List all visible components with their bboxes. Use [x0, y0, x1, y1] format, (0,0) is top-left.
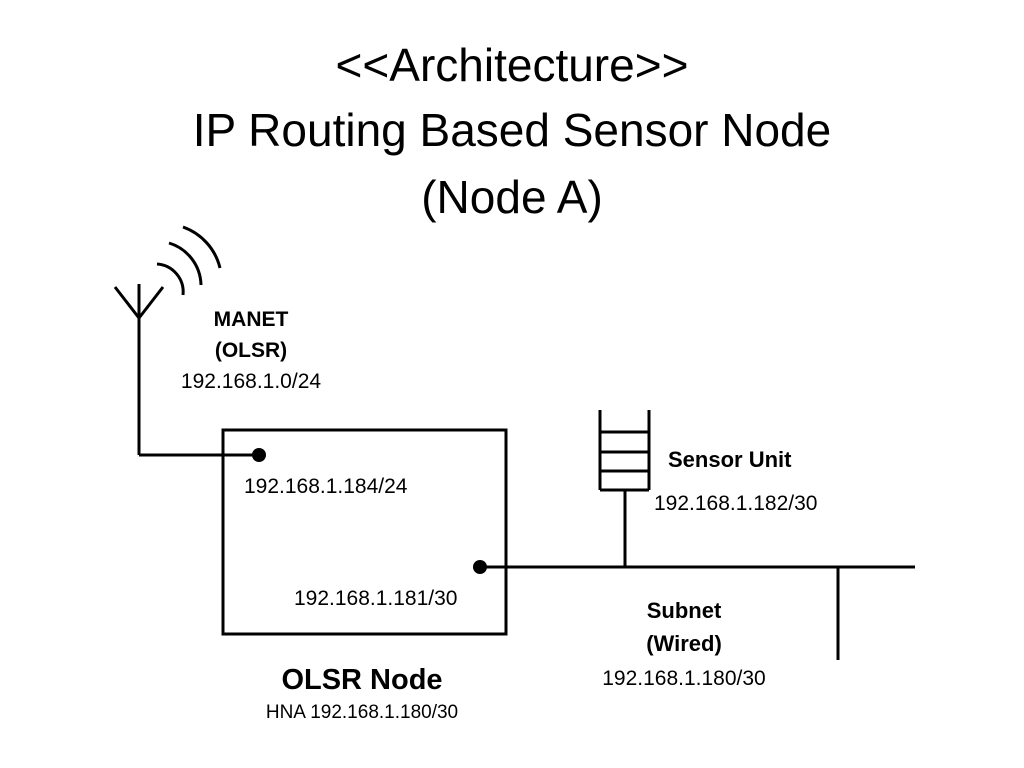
subnet-network-label: 192.168.1.180/30 [602, 667, 766, 690]
olsr-node-label: OLSR Node [281, 664, 443, 696]
antenna-icon [113, 284, 165, 455]
radio-waves-icon [156, 225, 222, 296]
title-line-2: IP Routing Based Sensor Node [192, 104, 832, 156]
wired-interface-dot [473, 560, 487, 574]
manet-protocol-label: (OLSR) [214, 339, 288, 362]
title-line-1: <<Architecture>> [335, 39, 689, 91]
manet-network-label: 192.168.1.0/24 [180, 370, 322, 393]
subnet-label: Subnet [646, 598, 722, 623]
sensor-unit-icon [598, 410, 651, 567]
wireless-interface-address: 192.168.1.184/24 [244, 475, 408, 498]
wireless-interface-dot [252, 448, 266, 462]
sensor-unit-address: 192.168.1.182/30 [654, 492, 818, 515]
wired-interface-address: 192.168.1.181/30 [294, 587, 458, 610]
sensor-unit-label: Sensor Unit [668, 447, 792, 472]
title-line-3: (Node A) [421, 171, 603, 223]
manet-label: MANET [213, 308, 289, 331]
olsr-node-box [221, 428, 508, 636]
olsr-node-hna-label: HNA 192.168.1.180/30 [265, 702, 459, 723]
subnet-medium-label: (Wired) [646, 631, 722, 656]
